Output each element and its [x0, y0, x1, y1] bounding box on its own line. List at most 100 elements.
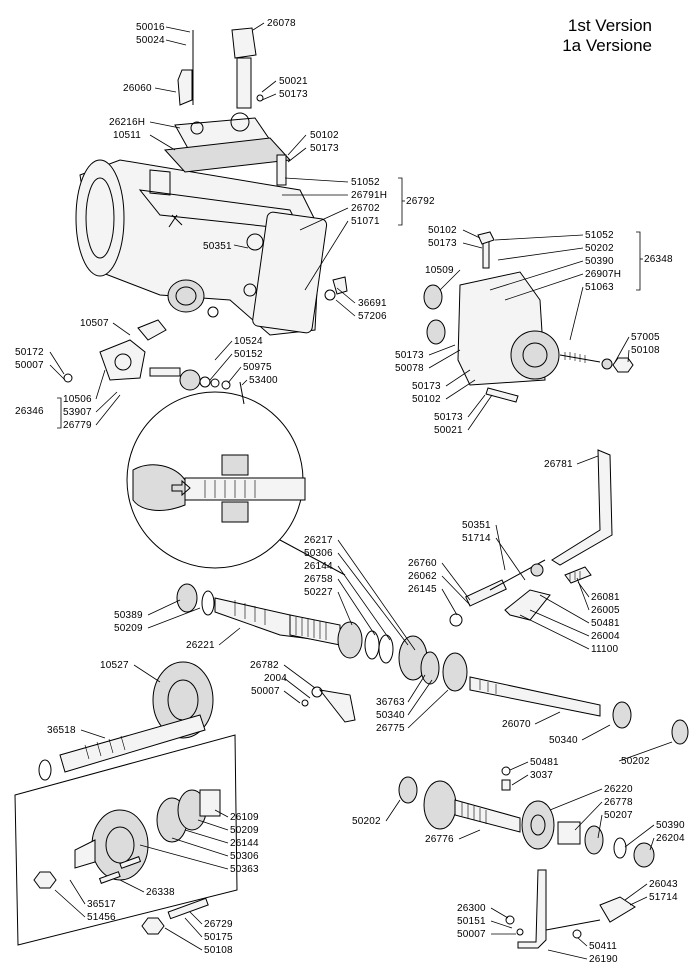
part-label: 50390 [585, 256, 614, 267]
part-label: 50152 [234, 349, 263, 360]
part-label: 26062 [408, 571, 437, 582]
part-label: 50173 [279, 89, 308, 100]
shaft-and-gear-small [63, 319, 245, 405]
part-label: 26190 [589, 954, 618, 965]
part-label: 57005 [631, 332, 660, 343]
part-label: 26300 [457, 903, 486, 914]
part-label: 10507 [80, 318, 109, 329]
part-label: 26702 [351, 203, 380, 214]
part-label: 50172 [15, 347, 44, 358]
part-label: 50390 [656, 820, 685, 831]
part-label: 50202 [621, 756, 650, 767]
part-label: 11100 [591, 644, 619, 655]
part-label: 50389 [114, 610, 143, 621]
part-label: 36517 [87, 899, 116, 910]
part-label: 53907 [63, 407, 92, 418]
part-label: 51071 [351, 216, 380, 227]
part-label: 50351 [203, 241, 232, 252]
part-label: 26779 [63, 420, 92, 431]
part-label: 50021 [279, 76, 308, 87]
part-label: 50007 [457, 929, 486, 940]
part-label: 26144 [230, 838, 259, 849]
part-label: 50481 [591, 618, 620, 629]
part-label: 26348 [644, 254, 673, 265]
part-label: 26144 [304, 561, 333, 572]
part-label: 26217 [304, 535, 333, 546]
part-label: 26782 [250, 660, 279, 671]
part-label: 26758 [304, 574, 333, 585]
part-label: 50363 [230, 864, 259, 875]
part-label: 50173 [428, 238, 457, 249]
part-label: 50202 [585, 243, 614, 254]
part-label: 10524 [234, 336, 263, 347]
part-label: 50173 [310, 143, 339, 154]
part-label: 50306 [230, 851, 259, 862]
top-cover [163, 27, 292, 186]
part-label: 26760 [408, 558, 437, 569]
part-label: 50078 [395, 363, 424, 374]
part-label: 26792 [406, 196, 435, 207]
part-label: 50175 [204, 932, 233, 943]
detail-magnifier [126, 391, 346, 576]
gearbox-housing [75, 159, 328, 336]
part-label: 26216H [109, 117, 146, 128]
part-label: 50351 [462, 520, 491, 531]
part-label: 36763 [376, 697, 405, 708]
part-label: 50306 [304, 548, 333, 559]
lower-left-gears [14, 661, 238, 946]
part-label: 51714 [462, 533, 491, 544]
part-label: 50102 [428, 225, 457, 236]
part-label: 51052 [351, 177, 380, 188]
part-label: 26791H [351, 190, 388, 201]
part-label: 26781 [544, 459, 573, 470]
part-label: 50108 [631, 345, 660, 356]
version-title-english: 1st Version [567, 16, 652, 35]
part-label: 51714 [649, 892, 678, 903]
part-label: 26338 [146, 887, 175, 898]
part-label: 50173 [395, 350, 424, 361]
part-label: 10506 [63, 394, 92, 405]
part-label: 26346 [15, 406, 44, 417]
part-label: 36518 [47, 725, 76, 736]
part-label: 26907H [585, 269, 622, 280]
part-label: 50151 [457, 916, 486, 927]
part-label: 26220 [604, 784, 633, 795]
part-label: 26060 [123, 83, 152, 94]
part-label: 26775 [376, 723, 405, 734]
shift-lever [301, 449, 613, 723]
part-label: 50207 [604, 810, 633, 821]
part-label: 26729 [204, 919, 233, 930]
part-label: 26043 [649, 879, 678, 890]
part-label: 50102 [310, 130, 339, 141]
part-label: 26778 [604, 797, 633, 808]
part-label: 26070 [502, 719, 531, 730]
part-label: 50975 [243, 362, 272, 373]
part-label: 50173 [412, 381, 441, 392]
version-title-italian: 1a Versione [562, 36, 652, 55]
part-label: 50209 [230, 825, 259, 836]
part-label: 26004 [591, 631, 620, 642]
lower-right-gears [398, 766, 655, 949]
part-label: 50024 [136, 35, 165, 46]
part-label: 10509 [425, 265, 454, 276]
part-label: 51052 [585, 230, 614, 241]
part-label: 50481 [530, 757, 559, 768]
part-label: 53400 [249, 375, 278, 386]
part-label: 10527 [100, 660, 129, 671]
part-label: 50411 [589, 941, 618, 952]
part-label: 36691 [358, 298, 387, 309]
part-label: 50340 [376, 710, 405, 721]
part-label: 50227 [304, 587, 333, 598]
part-label: 50340 [549, 735, 578, 746]
part-label: 26081 [591, 592, 620, 603]
part-label: 26109 [230, 812, 259, 823]
part-label: 26204 [656, 833, 685, 844]
part-label: 50173 [434, 412, 463, 423]
part-label: 50007 [15, 360, 44, 371]
part-label: 50021 [434, 425, 463, 436]
part-label: 26078 [267, 18, 296, 29]
part-label: 50202 [352, 816, 381, 827]
part-label: 26221 [186, 640, 215, 651]
